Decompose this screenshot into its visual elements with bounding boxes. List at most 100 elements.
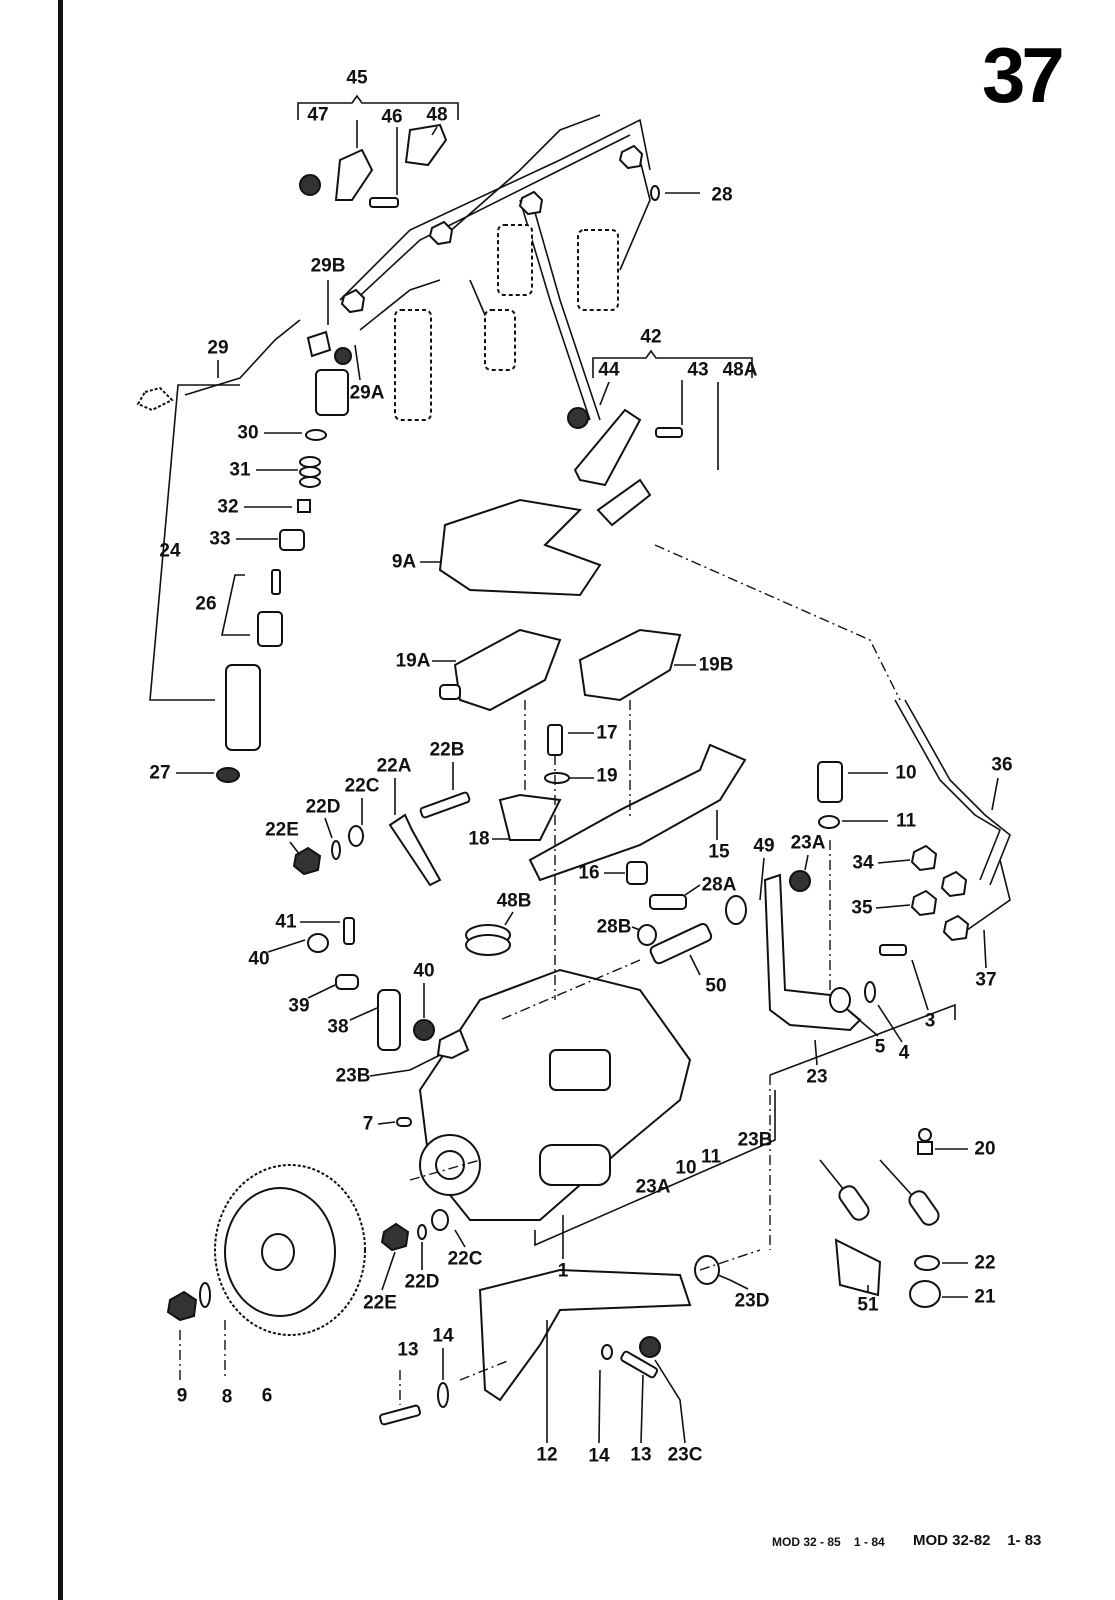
bracket-23 (769, 1003, 956, 1076)
pipe-set-36 (894, 699, 1011, 936)
part-22E-nut (380, 1222, 410, 1252)
linkage-rods (819, 1159, 940, 1226)
part-19-clip (544, 772, 570, 784)
binding-edge (58, 0, 63, 1600)
callout-21: 21 (974, 1286, 996, 1308)
callout-28A: 28A (701, 874, 737, 896)
part-22A-link (388, 813, 442, 887)
part-39-pin (335, 974, 359, 990)
callout-40-right: 40 (413, 960, 435, 982)
bracket-1 (534, 1090, 776, 1247)
part-29B-clip (306, 330, 332, 358)
callout-13-top: 13 (397, 1339, 419, 1361)
callout-22C-b: 22C (447, 1248, 483, 1270)
part-23C-nut (639, 1336, 661, 1358)
callout-49: 49 (753, 835, 775, 857)
callout-14-bottom: 14 (588, 1445, 610, 1467)
part-22D-washer (417, 1224, 427, 1240)
part-29-leakoff-hose (136, 319, 301, 412)
callout-48A: 48A (722, 359, 758, 381)
part-47-nut (299, 174, 321, 196)
callout-16: 16 (578, 862, 600, 884)
part-4-clip (864, 981, 876, 1003)
part-26-needle (257, 569, 283, 647)
callout-19A: 19A (395, 650, 431, 672)
callout-23B-right: 23B (737, 1129, 773, 1151)
callout-28B: 28B (596, 916, 632, 938)
part-23A-nut (789, 870, 811, 892)
part-33-sleeve (279, 529, 305, 551)
callout-8: 8 (221, 1386, 233, 1408)
part-45-bracket (334, 148, 374, 201)
part-8-washer (199, 1282, 211, 1308)
callout-14-top: 14 (432, 1325, 454, 1347)
callout-29A: 29A (349, 382, 385, 404)
injection-pump (418, 968, 692, 1221)
part-40-right-bush (413, 1019, 435, 1041)
part-35-nut (910, 870, 968, 917)
part-19A-switch (439, 628, 562, 712)
callout-3: 3 (924, 1010, 936, 1032)
callout-48: 48 (426, 104, 448, 126)
callout-11-b: 11 (700, 1146, 722, 1168)
part-32-spindle (297, 499, 311, 513)
callout-45: 45 (346, 67, 368, 89)
callout-37: 37 (975, 969, 997, 991)
part-27-washer (216, 767, 240, 783)
callout-22B: 22B (429, 739, 465, 761)
callout-22E: 22E (265, 819, 299, 841)
callout-42: 42 (640, 326, 662, 348)
callout-9: 9 (176, 1385, 188, 1407)
part-42-bracket (573, 408, 642, 487)
part-43-bolt (655, 427, 683, 438)
callout-12: 12 (536, 1444, 558, 1466)
part-50-fitting (649, 922, 713, 965)
part-37-nut (942, 914, 970, 942)
callout-47: 47 (307, 104, 329, 126)
part-38-lever (377, 989, 401, 1051)
part-18-plate (498, 793, 562, 841)
callout-27: 27 (149, 762, 171, 784)
footer-model-1-date: 1 - 84 (854, 1535, 885, 1549)
injector-nozzle-holder (225, 664, 261, 751)
callout-48B: 48B (496, 890, 532, 912)
part-20-balljoint (917, 1128, 933, 1155)
part-46-bolt (369, 197, 399, 208)
part-23B-plate (436, 1028, 470, 1060)
callout-22A: 22A (376, 755, 412, 777)
callout-18: 18 (468, 828, 490, 850)
callout-19: 19 (596, 765, 618, 787)
injector-nozzles (394, 224, 619, 421)
part-22C-washer (431, 1209, 449, 1231)
callout-39: 39 (288, 995, 310, 1017)
callout-23C: 23C (667, 1444, 703, 1466)
part-6-timing-gear (214, 1164, 366, 1336)
callout-51: 51 (857, 1294, 879, 1316)
part-31-spring (299, 456, 321, 488)
callout-6: 6 (261, 1385, 273, 1407)
footer-model-1: MOD 32 - 85 1 - 84 (772, 1535, 885, 1549)
callout-1: 1 (557, 1260, 569, 1282)
callout-10-b: 10 (675, 1157, 697, 1179)
part-16-sleeve (626, 861, 648, 885)
injector-pipes (339, 114, 651, 421)
part-29A-cap (334, 347, 352, 365)
callout-35: 35 (851, 897, 873, 919)
callout-22C: 22C (344, 775, 380, 797)
part-30-washer (305, 429, 327, 441)
callout-20: 20 (974, 1138, 996, 1160)
callout-23D: 23D (734, 1290, 770, 1312)
part-22B-bolt (419, 791, 471, 819)
callout-23A: 23A (790, 832, 826, 854)
callout-11: 11 (895, 810, 917, 832)
part-28-ring (650, 185, 660, 201)
part-41-screw (343, 917, 355, 945)
part-28B-oring (637, 924, 657, 946)
callout-5: 5 (874, 1036, 886, 1058)
part-14-washer-right (601, 1344, 613, 1360)
part-14-washer-left (437, 1382, 449, 1408)
injector-body (315, 369, 349, 416)
part-13-bolt-top (379, 1404, 421, 1426)
part-40-left-bush (307, 933, 329, 953)
